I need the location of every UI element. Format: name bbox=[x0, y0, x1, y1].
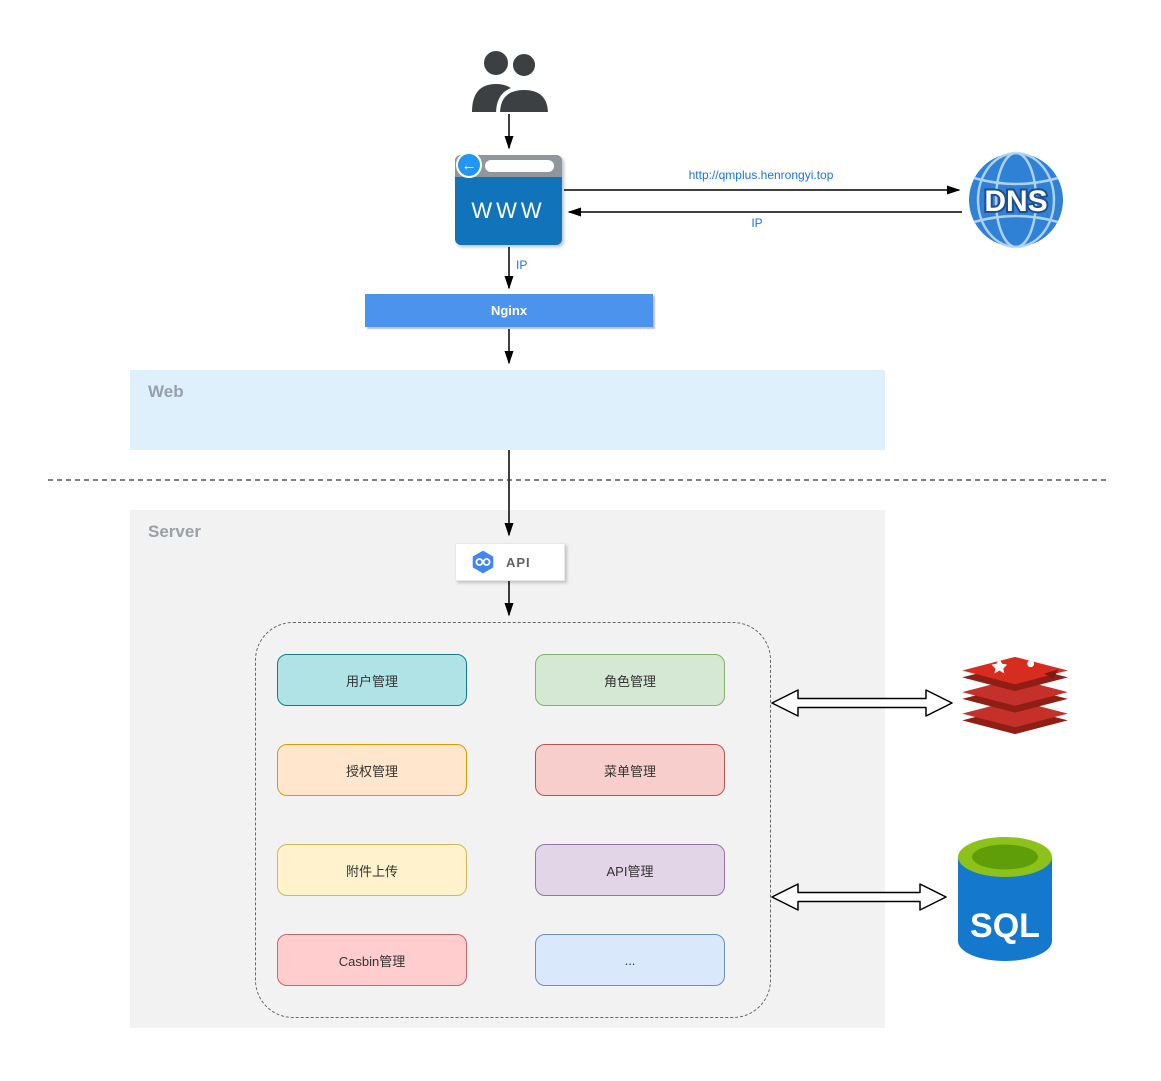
users-icon bbox=[466, 50, 554, 116]
edge-label-ip-down: IP bbox=[516, 258, 528, 272]
sql-label: SQL bbox=[970, 907, 1040, 945]
dns-label: DNS bbox=[984, 185, 1047, 218]
api-hexagon-icon bbox=[472, 550, 494, 574]
www-label: WWW bbox=[471, 198, 546, 223]
zone-web: Web bbox=[130, 370, 885, 450]
zone-server-label: Server bbox=[148, 522, 201, 541]
module-casbin-management: Casbin管理 bbox=[277, 934, 467, 986]
module-group-container bbox=[255, 622, 771, 1018]
address-bar bbox=[485, 160, 554, 172]
browser-toolbar: ← bbox=[455, 152, 562, 178]
module-authorization-management: 授权管理 bbox=[277, 744, 467, 796]
sql-database-icon: SQL bbox=[952, 833, 1058, 967]
nginx-label: Nginx bbox=[490, 303, 528, 318]
nginx-node: Nginx bbox=[365, 294, 653, 327]
module-attachment-upload: 附件上传 bbox=[277, 844, 467, 896]
back-arrow-icon: ← bbox=[456, 152, 482, 178]
module-menu-management: 菜单管理 bbox=[535, 744, 725, 796]
dns-globe-icon: DNS bbox=[966, 150, 1066, 250]
browser-window: ← WWW bbox=[455, 152, 562, 245]
api-label: API bbox=[506, 554, 531, 570]
module-more: ... bbox=[535, 934, 725, 986]
module-user-management: 用户管理 bbox=[277, 654, 467, 706]
module-api-management: API管理 bbox=[535, 844, 725, 896]
edge-label-ip-return: IP bbox=[751, 216, 763, 230]
redis-icon bbox=[958, 650, 1072, 740]
edge-label-url: http://qmplus.henrongyi.top bbox=[688, 168, 834, 182]
zone-web-label: Web bbox=[148, 382, 184, 401]
api-badge: API bbox=[455, 543, 565, 581]
module-role-management: 角色管理 bbox=[535, 654, 725, 706]
